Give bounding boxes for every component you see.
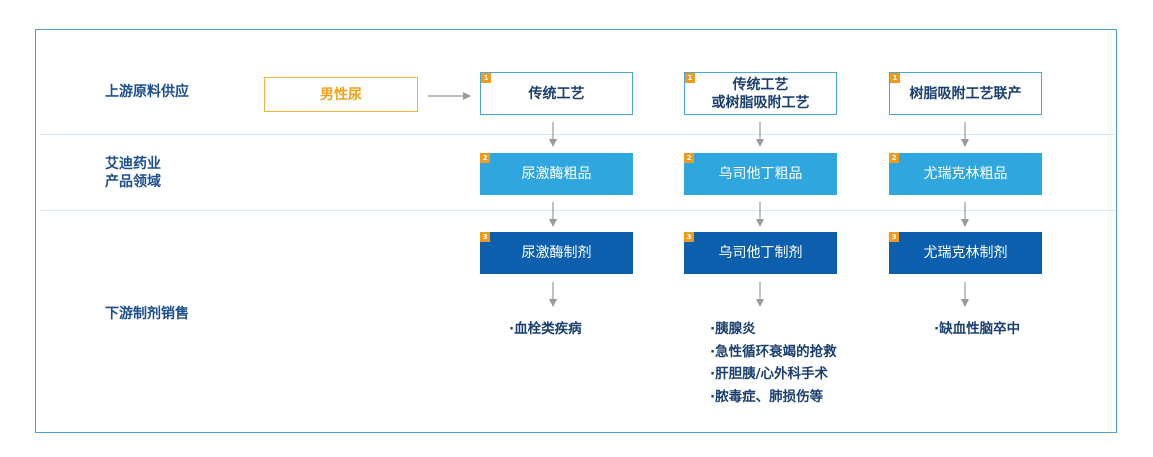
step-badge-2: 2	[684, 153, 694, 163]
process-label-3: 树脂吸附工艺联产	[909, 85, 1022, 102]
crude-box-3: 2 尤瑞克林粗品	[889, 153, 1042, 195]
application-item: ·急性循环衰竭的抢救	[710, 343, 837, 360]
formulation-label-1: 尿激酶制剂	[521, 245, 592, 261]
formulation-box-2: 3 乌司他丁制剂	[684, 232, 837, 274]
step-badge-1: 1	[685, 73, 695, 83]
step-badge-3: 3	[889, 232, 899, 242]
step-badge-3: 3	[480, 232, 490, 242]
formulation-box-3: 3 尤瑞克林制剂	[889, 232, 1042, 274]
application-item: ·缺血性脑卒中	[934, 321, 1021, 337]
step-badge-1: 1	[481, 73, 491, 83]
crude-label-3: 尤瑞克林粗品	[923, 166, 1008, 182]
row-label-company-line1: 艾迪药业	[105, 156, 161, 172]
formulation-label-2: 乌司他丁制剂	[718, 245, 803, 261]
source-box: 男性尿	[264, 77, 418, 112]
step-badge-3: 3	[684, 232, 694, 242]
application-item: ·胰腺炎	[710, 321, 756, 337]
applications-list-1: ·血栓类疾病	[509, 318, 582, 341]
step-badge-2: 2	[480, 153, 490, 163]
row-divider-bottom	[40, 210, 1116, 211]
crude-label-1: 尿激酶粗品	[521, 166, 592, 182]
row-divider-top	[40, 134, 1116, 135]
crude-box-1: 2 尿激酶粗品	[480, 153, 633, 195]
formulation-box-1: 3 尿激酶制剂	[480, 232, 633, 274]
source-label: 男性尿	[320, 86, 362, 103]
process-box-1: 1 传统工艺	[480, 72, 633, 115]
formulation-label-3: 尤瑞克林制剂	[923, 245, 1008, 261]
row-label-company-line2: 产品领域	[105, 174, 161, 190]
row-label-downstream: 下游制剂销售	[105, 306, 189, 322]
process-label-1: 传统工艺	[528, 85, 585, 102]
application-item: ·血栓类疾病	[509, 321, 582, 337]
diagram-frame	[35, 29, 1117, 433]
crude-box-2: 2 乌司他丁粗品	[684, 153, 837, 195]
row-label-upstream: 上游原料供应	[105, 84, 189, 100]
step-badge-2: 2	[889, 153, 899, 163]
application-item: ·脓毒症、肺损伤等	[710, 388, 824, 405]
crude-label-2: 乌司他丁粗品	[718, 166, 803, 182]
application-item: ·肝胆胰/心外科手术	[710, 366, 829, 382]
process-box-2: 1 传统工艺 或树脂吸附工艺	[684, 72, 837, 115]
process-label-2-line2: 或树脂吸附工艺	[711, 94, 810, 111]
process-label-2-line1: 传统工艺	[732, 76, 789, 93]
step-badge-1: 1	[890, 73, 900, 83]
applications-list-3: ·缺血性脑卒中	[934, 318, 1020, 341]
applications-list-2: ·胰腺炎 ·急性循环衰竭的抢救 ·肝胆胰/心外科手术 ·脓毒症、肺损伤等	[710, 318, 837, 408]
row-label-company: 艾迪药业 产品领域	[105, 155, 161, 191]
process-box-3: 1 树脂吸附工艺联产	[889, 72, 1042, 115]
